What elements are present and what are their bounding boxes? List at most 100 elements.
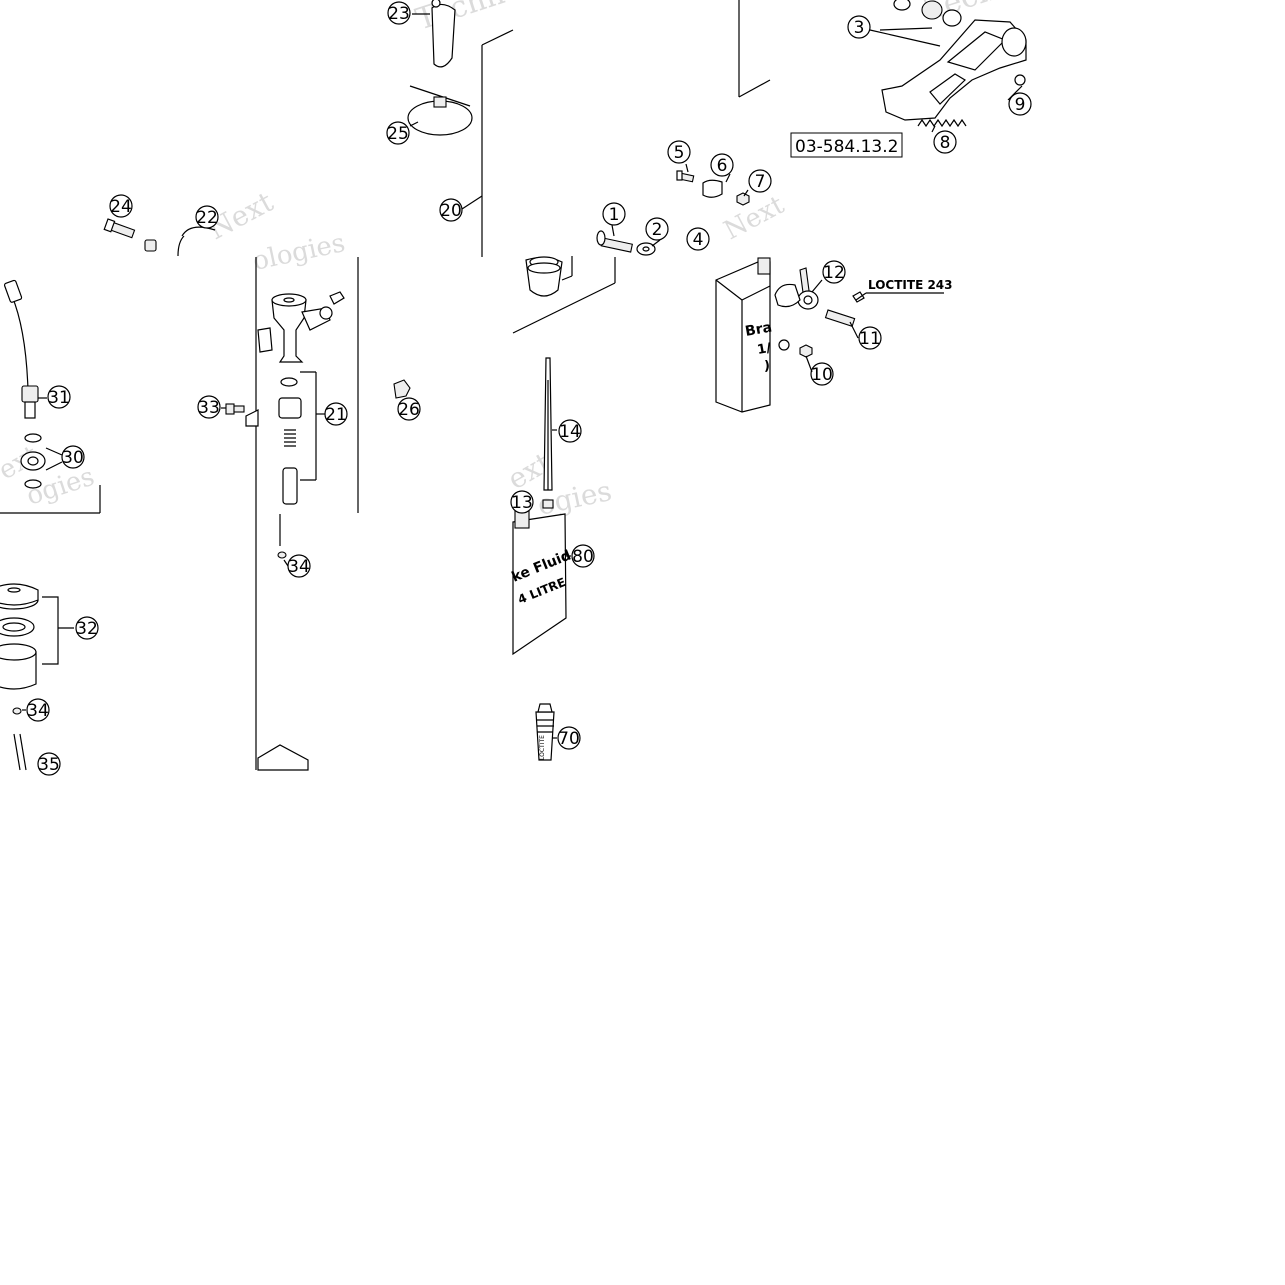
callout-circle (558, 419, 582, 443)
callout-9: 9 (1008, 92, 1032, 116)
callout-number: 24 (110, 197, 132, 217)
callout-circle (197, 395, 221, 419)
reference-code: 03-584.13.2 (790, 132, 903, 158)
callout-number: 22 (196, 208, 218, 228)
callout-circle (557, 726, 581, 750)
callout-26: 26 (397, 397, 421, 421)
callout-number: 35 (38, 755, 60, 775)
callout-circle (810, 362, 834, 386)
callout-number: 80 (572, 547, 594, 567)
callout-circle (195, 205, 219, 229)
callout-number: 25 (387, 124, 409, 144)
callout-31: 31 (47, 385, 71, 409)
callout-number: 8 (940, 133, 951, 153)
line-22-part (177, 226, 216, 257)
bolt-1-washer-2 (596, 230, 656, 256)
callout-number: 11 (859, 329, 881, 349)
tube-text: LOCTITE (539, 735, 546, 760)
clip-26 (393, 379, 411, 399)
callout-35: 35 (37, 752, 61, 776)
tile-edges (0, 0, 771, 770)
callout-6: 6 (710, 153, 734, 177)
callout-number: 6 (717, 156, 728, 176)
bolt-24 (103, 218, 157, 252)
bracket-part (257, 744, 309, 771)
callout-number: 4 (693, 230, 704, 250)
callout-22: 22 (195, 205, 219, 229)
callout-number: 12 (823, 263, 845, 283)
callout-number: 34 (27, 701, 49, 721)
callout-25: 25 (386, 121, 410, 145)
callout-circle (748, 169, 772, 193)
callout-circle (686, 227, 710, 251)
callout-number: 2 (652, 220, 663, 240)
reservoir-cap-top (525, 256, 563, 297)
callout-number: 20 (440, 201, 462, 221)
brake-banjo-assembly (774, 267, 865, 358)
callout-5: 5 (667, 140, 691, 164)
callout-circle (439, 198, 463, 222)
callout-number: 14 (559, 422, 581, 442)
callout-circle (61, 445, 85, 469)
callout-circle (47, 385, 71, 409)
bleeder-tube (543, 357, 553, 491)
callout-circle (387, 1, 411, 25)
callout-number: 32 (76, 619, 98, 639)
banjo-washer-30 (20, 433, 46, 489)
callout-30: 30 (61, 445, 85, 469)
callout-circle (933, 130, 957, 154)
callout-circle (386, 121, 410, 145)
callout-number: 23 (388, 4, 410, 24)
brake-light-switch (3, 279, 39, 419)
can-text: Bra (744, 319, 773, 339)
callout-circle (397, 397, 421, 421)
callout-circle (109, 194, 133, 218)
callout-2: 2 (645, 217, 669, 241)
callout-number: 70 (558, 729, 580, 749)
callout-20: 20 (439, 198, 463, 222)
callout-34: 34 (287, 554, 311, 578)
callout-circle (710, 153, 734, 177)
callout-number: 33 (198, 398, 220, 418)
callout-1: 1 (602, 202, 626, 226)
callout-23: 23 (387, 1, 411, 25)
callout-circle (571, 544, 595, 568)
watermark-layer: Techno Techno Next ologies ext ogies Nex… (0, 0, 1036, 522)
callout-number: 1 (609, 205, 620, 225)
pedal-small-parts (676, 170, 750, 206)
callout-80: 80 (571, 544, 595, 568)
nipple-34a (277, 551, 287, 559)
watermark-text: Next (719, 190, 789, 246)
cable-tie (407, 85, 473, 136)
loctite-label: LOCTITE 243 (855, 278, 953, 301)
leader-lines (22, 13, 1023, 739)
callout-number: 7 (755, 172, 766, 192)
callout-circle (645, 217, 669, 241)
callout-14: 14 (558, 419, 582, 443)
watermark-text: ologies (250, 228, 348, 277)
callout-number: 5 (674, 143, 685, 163)
callout-circle (37, 752, 61, 776)
callout-circle (847, 15, 871, 39)
return-spring (917, 118, 967, 128)
callout-circle (26, 698, 50, 722)
callout-8: 8 (933, 130, 957, 154)
callout-circle (510, 490, 534, 514)
callout-number: 10 (811, 365, 833, 385)
callout-24: 24 (109, 194, 133, 218)
master-cylinder (245, 291, 345, 505)
callout-10: 10 (810, 362, 834, 386)
can-text: ) (764, 359, 770, 374)
callout-4: 4 (686, 227, 710, 251)
callout-circle (858, 326, 882, 350)
brake-reservoir (0, 583, 74, 690)
loctite-text: LOCTITE 243 (868, 278, 953, 292)
callout-circle (75, 616, 99, 640)
hose-35 (13, 733, 27, 771)
callout-21: 21 (324, 402, 348, 426)
loctite-tube: LOCTITE (535, 703, 555, 761)
nipple-34b (12, 707, 22, 715)
